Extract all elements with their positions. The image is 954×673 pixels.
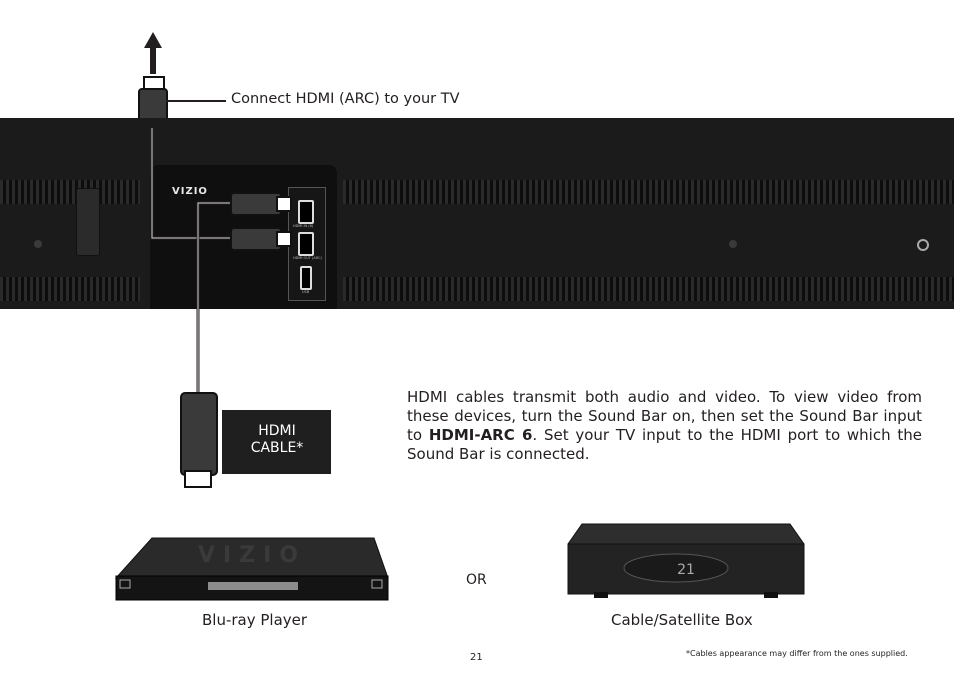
indicator-dot (729, 240, 737, 248)
inserted-hdmi-plug-in-tip (276, 196, 292, 212)
hdmi-out-port (298, 232, 314, 256)
hdmi-cable-label-line2: CABLE* (250, 440, 304, 456)
hdmi-in-port-label: HDMI IN (6) (293, 224, 314, 228)
cable-satellite-box-label: Cable/Satellite Box (611, 611, 753, 629)
connector-leader-line (166, 100, 226, 102)
right-grille-bottom (343, 277, 954, 301)
bluray-player-image: VIZIO (114, 537, 389, 601)
cable-box-display: 21 (677, 562, 695, 578)
indicator-dot (34, 240, 42, 248)
right-grille-top (343, 180, 954, 204)
power-icon (917, 239, 929, 251)
hdmi-in-port (298, 200, 314, 224)
bluray-brand: VIZIO (198, 543, 306, 568)
device-hdmi-plug-tip (184, 470, 212, 488)
bluray-player-label: Blu-ray Player (202, 611, 308, 629)
description-text-2: . Set your TV input to the HDMI port to … (407, 426, 922, 463)
port-panel: HDMI IN (6) HDMI OUT (ARC) USB (288, 187, 326, 301)
device-hdmi-plug (180, 392, 218, 476)
up-arrow-icon (144, 32, 162, 74)
connect-arc-label: Connect HDMI (ARC) to your TV (231, 91, 460, 107)
usb-port (300, 266, 312, 290)
hdmi-cable-label: HDMI CABLE* (238, 423, 316, 457)
inserted-hdmi-plug-out (230, 227, 282, 251)
page-number: 21 (470, 652, 483, 663)
hdmi-cable-label-line1: HDMI (258, 423, 296, 439)
description-text-1: HDMI cables transmit both audio and vide… (407, 388, 922, 444)
inserted-hdmi-plug-out-tip (276, 231, 292, 247)
hdmi-cable-label-box (222, 410, 331, 474)
usb-port-label: USB (302, 290, 310, 294)
wall-mount-slot (76, 188, 100, 256)
or-label: OR (466, 572, 487, 588)
description-input-name: HDMI-ARC 6 (428, 426, 533, 444)
description-paragraph: HDMI cables transmit both audio and vide… (407, 388, 922, 464)
cable-box-image: 21 (567, 523, 805, 598)
left-grille-top (0, 180, 140, 204)
hdmi-out-port-label: HDMI OUT (ARC) (293, 256, 322, 260)
inserted-hdmi-plug-in (230, 192, 282, 216)
footnote: *Cables appearance may differ from the o… (686, 649, 908, 658)
left-grille-bottom (0, 277, 140, 301)
vizio-logo: VIZIO (172, 186, 208, 197)
